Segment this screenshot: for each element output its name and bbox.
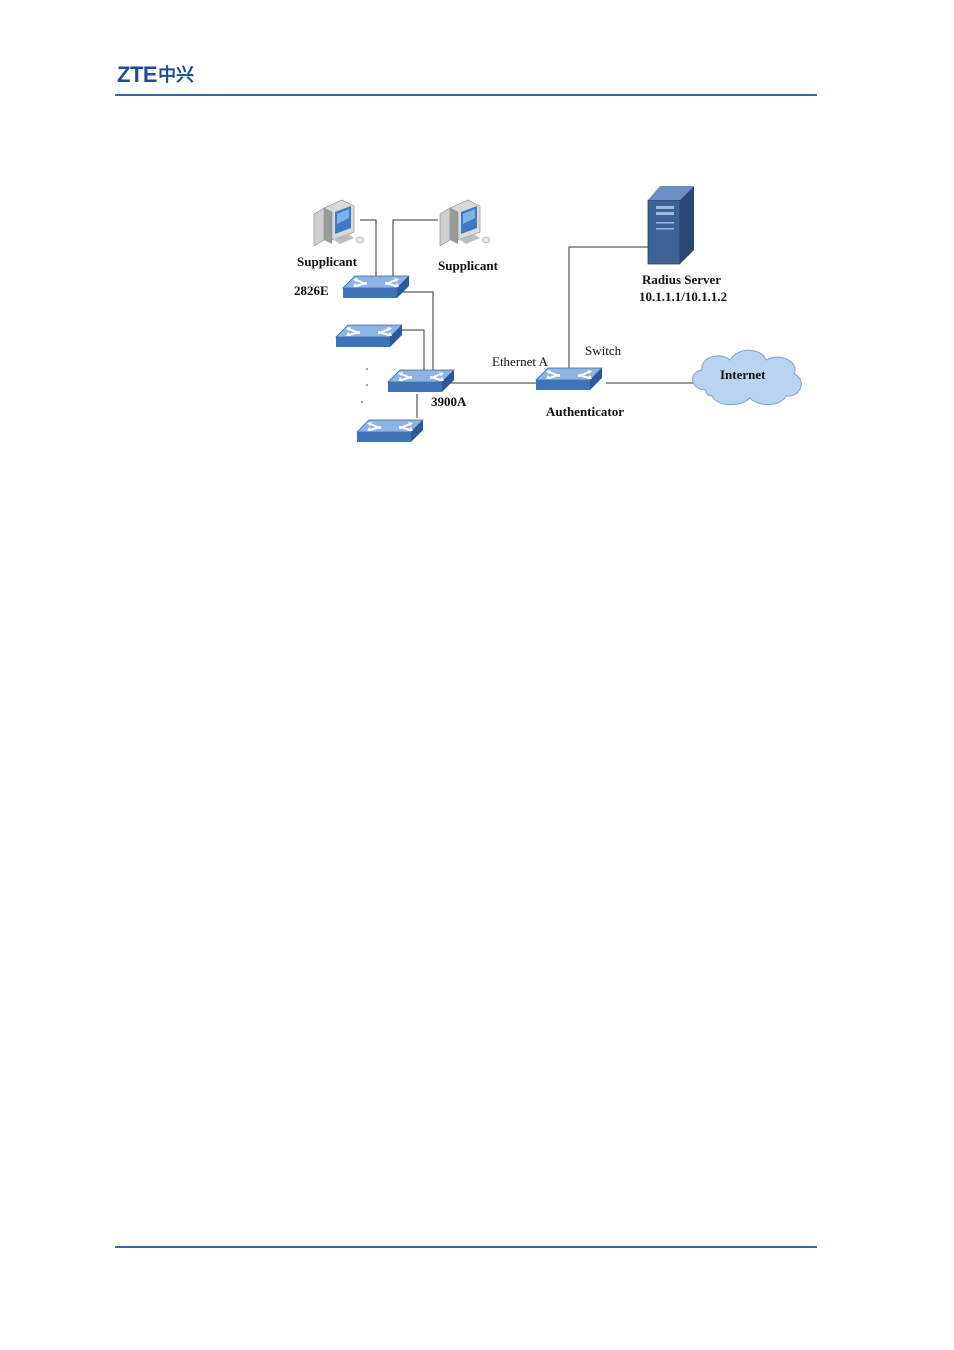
radius-server-icon	[648, 186, 694, 264]
switch-2826e-icon	[343, 276, 409, 298]
footer-rule	[115, 1246, 817, 1248]
label-radius-ip: 10.1.1.1/10.1.1.2	[639, 289, 727, 304]
switch-authenticator-icon	[536, 368, 602, 390]
label-switch: Switch	[585, 343, 622, 358]
label-authenticator: Authenticator	[546, 404, 624, 419]
link-switch-a-3900a	[400, 330, 424, 372]
link-supplicant-left-2826e	[360, 220, 376, 276]
label-switch-3900a: 3900A	[431, 394, 467, 409]
label-switch-2826e: 2826E	[294, 283, 329, 298]
label-internet: Internet	[720, 367, 766, 382]
label-supplicant-right: Supplicant	[438, 258, 499, 273]
switch-a-icon	[336, 325, 402, 347]
switch-3900a-icon	[388, 370, 454, 392]
supplicant-right-computer-icon	[440, 200, 490, 246]
supplicant-left-computer-icon	[314, 200, 364, 246]
label-ethernet-a: Ethernet A	[492, 354, 549, 369]
label-supplicant-left: Supplicant	[297, 254, 358, 269]
link-2826e-3900a	[402, 292, 433, 372]
switch-c-icon	[357, 420, 423, 442]
ellipsis-dots	[361, 368, 368, 403]
label-radius-server: Radius Server	[642, 272, 721, 287]
link-supplicant-right-2826e	[393, 220, 438, 276]
